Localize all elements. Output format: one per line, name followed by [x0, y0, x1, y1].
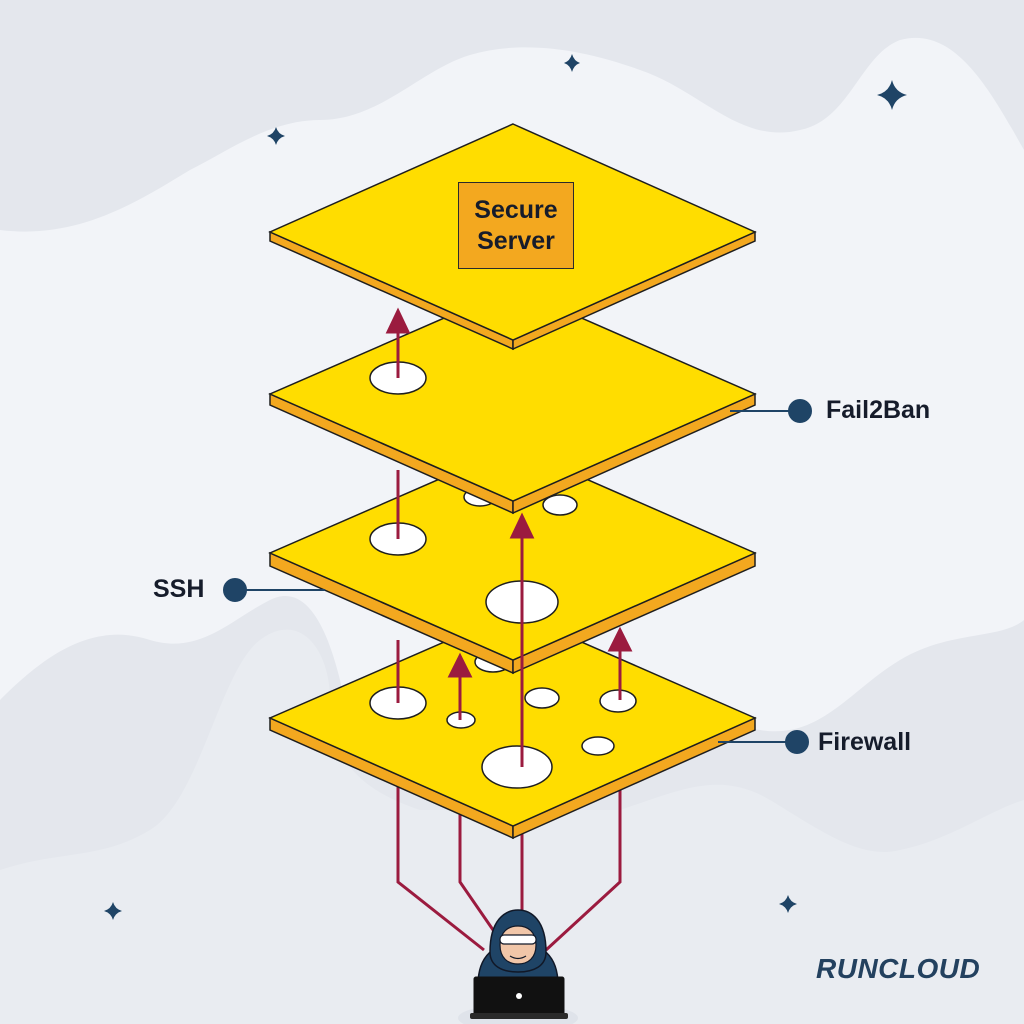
secure-server-box: Secure Server	[458, 182, 574, 269]
fail2ban-dot	[788, 399, 812, 423]
sparkle-icon	[267, 127, 285, 145]
secure-server-label-line2: Server	[477, 226, 555, 255]
ssh-layer	[268, 446, 757, 675]
firewall-arrows	[396, 626, 633, 720]
sparkle-icon	[877, 80, 907, 110]
fail2ban-layer	[268, 287, 757, 515]
sparkle-icons	[104, 54, 907, 920]
fail2ban-label: Fail2Ban	[826, 396, 931, 424]
ssh-arrows	[396, 470, 535, 767]
fail2ban-arrows	[385, 307, 411, 378]
laptop-icon	[470, 976, 568, 1019]
ssh-dot	[223, 578, 247, 602]
label-connectors	[223, 399, 812, 754]
sparkle-icon	[104, 902, 122, 920]
sparkle-icon	[564, 54, 580, 72]
firewall-label: Firewall	[818, 728, 912, 756]
firewall-layer	[268, 611, 757, 840]
firewall-dot	[785, 730, 809, 754]
secure-server-label-line1: Secure	[474, 195, 558, 224]
sparkle-icon	[779, 895, 797, 913]
ssh-label: SSH	[153, 575, 205, 603]
runcloud-logo: RUNCLOUD	[816, 953, 981, 984]
